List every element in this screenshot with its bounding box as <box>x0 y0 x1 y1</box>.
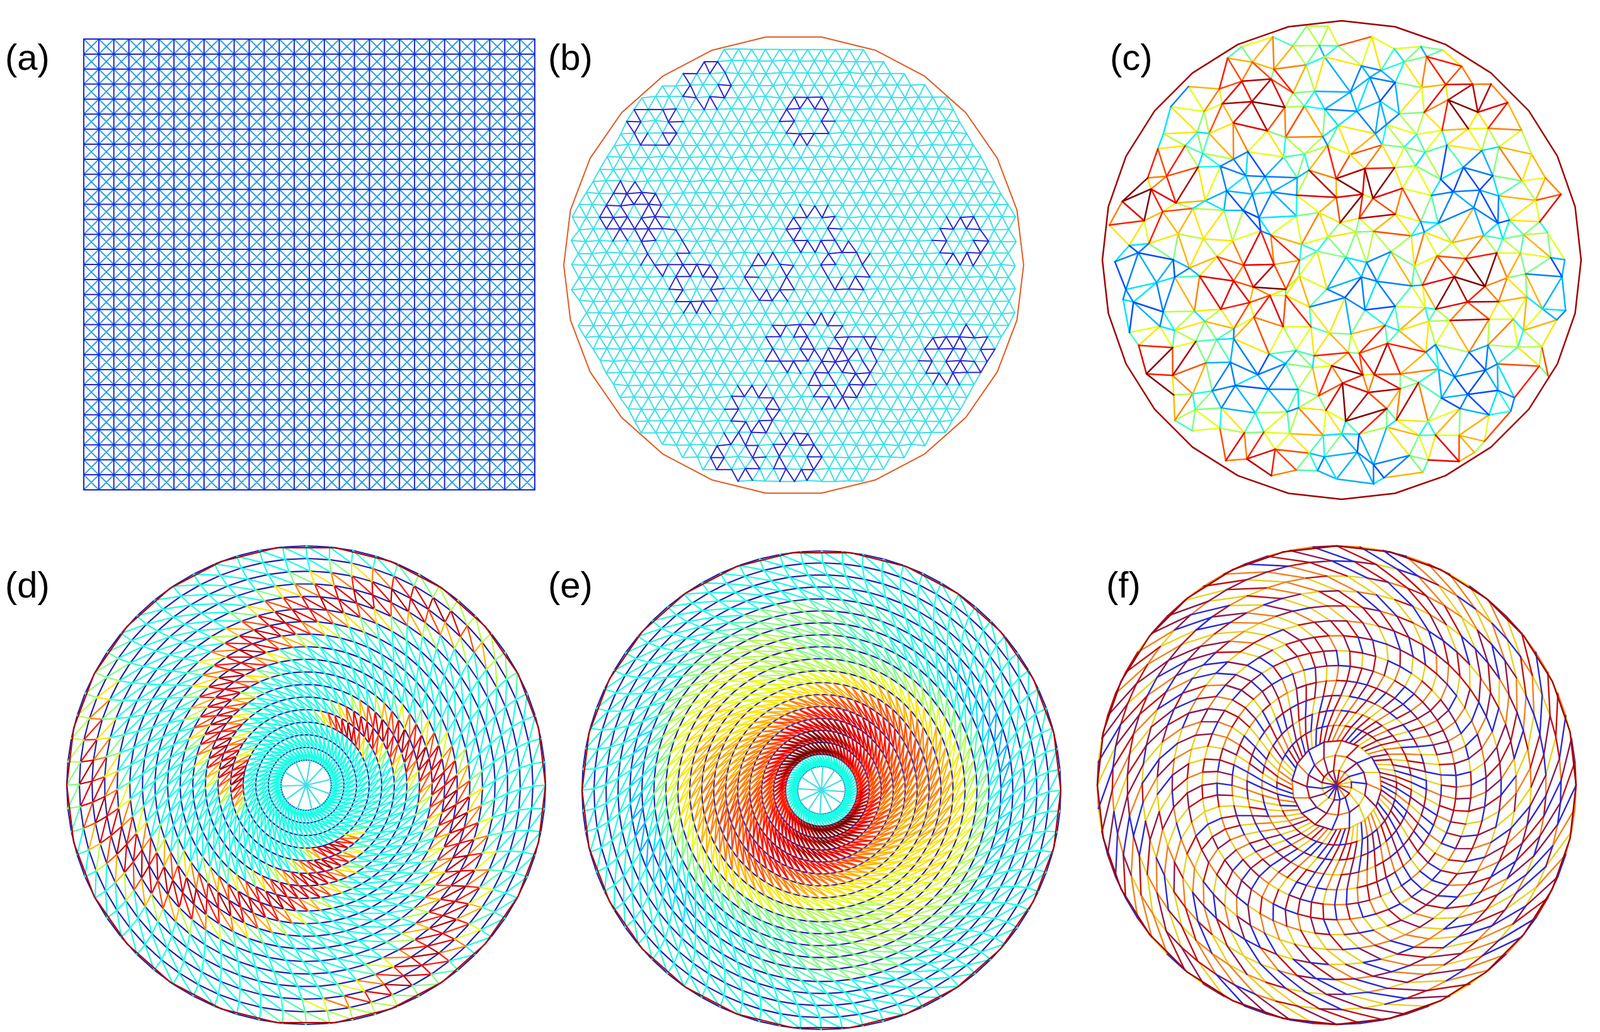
mesh-edges <box>658 634 985 947</box>
mesh-edges <box>118 622 497 1012</box>
mesh-edges <box>689 682 954 899</box>
mesh-edges <box>582 553 1061 1029</box>
mesh-edges <box>66 546 546 1025</box>
square-mesh <box>83 39 535 491</box>
disk-mesh-c <box>1102 20 1582 500</box>
panel-label: (f) <box>1106 566 1141 604</box>
mesh-edges <box>1122 100 1498 422</box>
mesh-edges <box>1097 546 1577 1025</box>
disk-mesh-b <box>563 37 1024 494</box>
panel-label: (c) <box>1109 39 1153 76</box>
panel-label: (e) <box>548 566 593 604</box>
mesh-edges <box>280 760 331 811</box>
spiral-mesh-e <box>582 551 1061 1030</box>
mesh-edges <box>774 718 869 863</box>
quad-mesh-f <box>1097 546 1577 1025</box>
mesh-edges <box>1102 20 1582 500</box>
panel-label: (b) <box>548 39 593 76</box>
mesh-edges <box>563 37 1024 494</box>
mesh-edges <box>1114 66 1566 485</box>
mesh-edges <box>653 601 989 981</box>
mesh-edges <box>1114 82 1563 479</box>
mesh-edges <box>66 560 507 1025</box>
mesh-edges <box>1122 79 1562 462</box>
mesh-edges <box>89 568 489 1008</box>
panel-label: (d) <box>5 566 50 604</box>
mesh-edges <box>644 599 999 983</box>
mesh-edges <box>632 713 1012 869</box>
mesh-edges <box>66 548 546 1023</box>
mesh-edges <box>582 551 1061 1030</box>
mesh-edges <box>781 731 862 850</box>
mesh-edges <box>97 563 483 939</box>
mesh-edges <box>1163 45 1548 472</box>
mesh-edges <box>629 646 1013 935</box>
mesh-edges <box>582 551 1061 1030</box>
mesh-edges <box>83 600 475 929</box>
panel-label: (a) <box>5 39 50 76</box>
mesh-edges <box>1129 37 1524 474</box>
mesh-edges <box>797 766 846 815</box>
mesh-edges <box>571 49 1017 482</box>
mesh-edges <box>1157 36 1561 471</box>
spiral-mesh-d <box>66 546 546 1025</box>
mesh-edges <box>83 39 535 491</box>
mesh-edges <box>599 61 996 482</box>
mesh-edges <box>677 672 966 909</box>
mesh-edges <box>83 39 535 491</box>
